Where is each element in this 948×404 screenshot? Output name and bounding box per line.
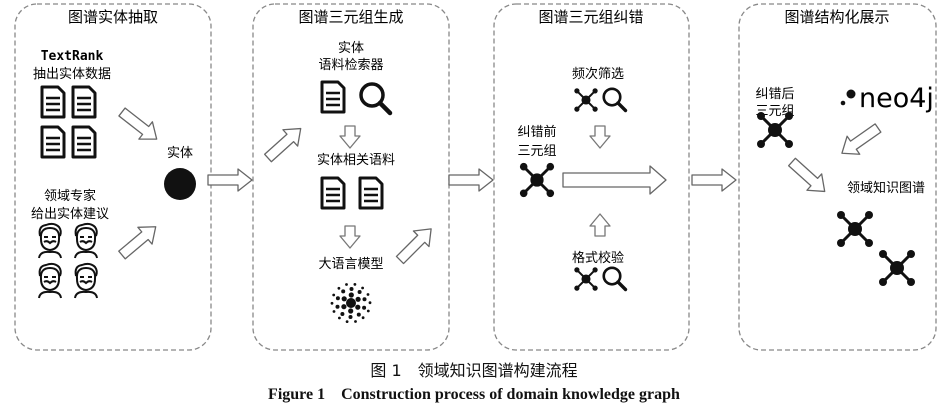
arrow-icon (589, 213, 611, 237)
panel-title-display: 图谱结构化展示 (784, 8, 889, 26)
arrow-icon (391, 220, 440, 269)
arrow-icon (589, 125, 611, 149)
textrank-label: TextRank (41, 49, 104, 64)
arrow-icon (562, 165, 667, 195)
flow-diagram: 图谱实体抽取 图谱三元组生成 图谱三元组纠错 图谱结构化展示 TextRank … (14, 3, 937, 351)
graph-node-icon (573, 87, 599, 113)
experts-desc: 给出实体建议 (31, 207, 109, 222)
experts-label: 领域专家 (44, 188, 96, 204)
retriever-label: 实体 (338, 41, 364, 56)
arrow-icon (259, 119, 309, 167)
search-icon (602, 266, 628, 292)
panel-title-extraction: 图谱实体抽取 (68, 8, 158, 26)
document-icon (40, 85, 97, 159)
llm-dots-icon (330, 283, 372, 323)
panel-title-correction: 图谱三元组纠错 (538, 8, 643, 26)
before-label: 纠错前 (517, 124, 556, 140)
arrow-icon (448, 168, 494, 192)
expert-face-icon (38, 222, 98, 299)
after-desc: 三元组 (755, 104, 794, 119)
graph-node-icon (573, 266, 599, 292)
graph-node-icon (877, 248, 917, 288)
panel-display (738, 3, 937, 351)
entity-label: 实体 (167, 146, 193, 161)
graph-node-icon (518, 161, 556, 199)
arrow-icon (207, 168, 253, 192)
textrank-desc: 抽出实体数据 (33, 67, 111, 82)
figure-caption-en: Figure 1 Construction process of domain … (268, 386, 680, 403)
panel-title-generation: 图谱三元组生成 (298, 8, 403, 26)
neo4j-logo-icon: neo4j (840, 83, 934, 114)
entity-dot-icon (164, 168, 196, 200)
corpus-label: 实体相关语料 (317, 153, 395, 168)
graph-node-icon (835, 209, 875, 249)
figure-caption-zh: 图 1 领域知识图谱构建流程 (370, 361, 578, 380)
search-icon (361, 84, 390, 113)
arrow-icon (339, 125, 361, 149)
before-desc: 三元组 (517, 144, 556, 159)
llm-label: 大语言模型 (318, 257, 383, 272)
neo4j-logo-text: neo4j (859, 83, 934, 114)
document-icon (320, 80, 346, 114)
arrow-icon (783, 153, 833, 201)
arrow-icon (114, 102, 165, 265)
search-icon (602, 87, 628, 113)
panel-correction (493, 3, 690, 351)
format-check-label: 格式校验 (572, 250, 624, 266)
arrow-icon (339, 225, 361, 249)
retriever-desc: 语料检索器 (318, 58, 383, 73)
document-icon (320, 176, 384, 210)
arrow-icon (834, 118, 885, 163)
after-label: 纠错后 (755, 87, 794, 102)
arrow-icon (691, 168, 737, 192)
domain-kg-label: 领域知识图谱 (847, 180, 925, 196)
freq-filter-label: 频次筛选 (572, 66, 624, 82)
